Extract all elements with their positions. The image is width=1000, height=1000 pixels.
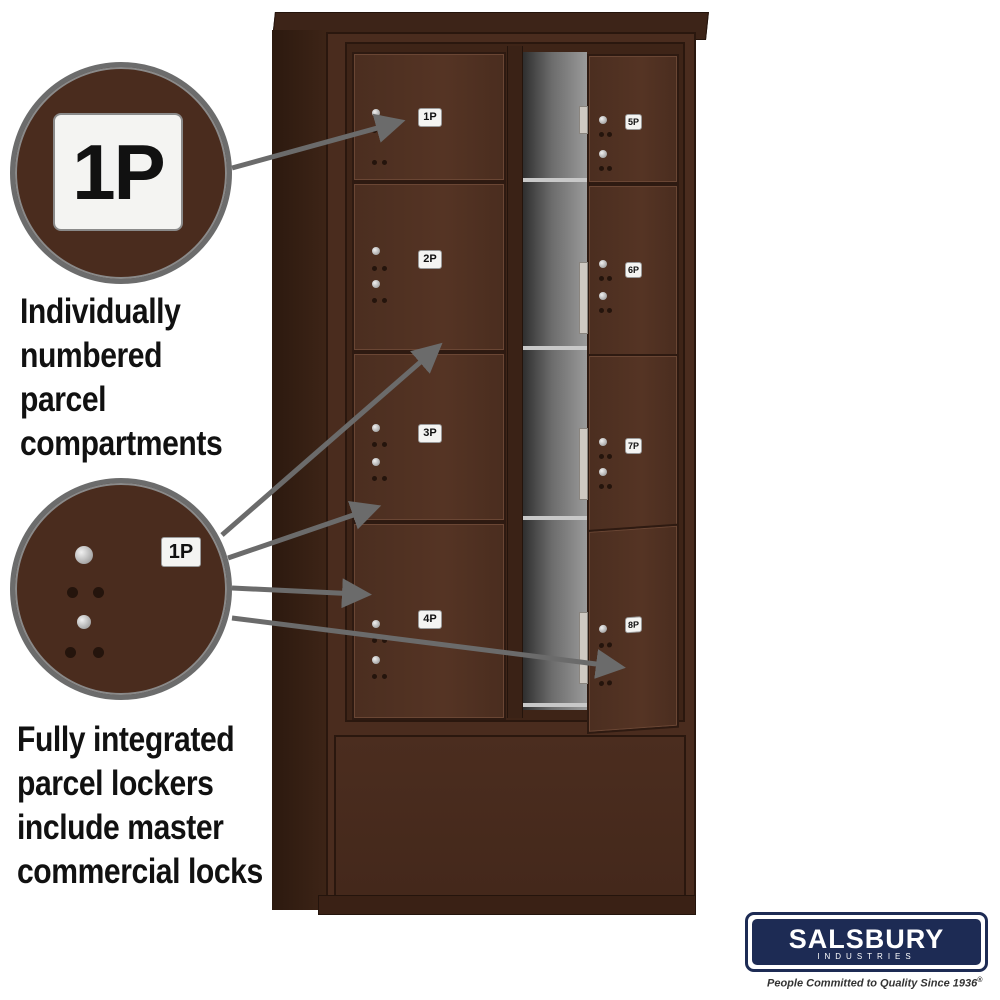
rivet-icon: [382, 638, 387, 643]
lock-icon: [77, 615, 91, 629]
cabinet-left-side: [272, 30, 330, 910]
interior-shelf: [523, 516, 587, 520]
lock-icon: [372, 656, 380, 664]
caption-line: Individually: [20, 292, 181, 331]
lock-icon: [599, 438, 607, 446]
rivet-icon: [607, 276, 612, 281]
lock-icon: [599, 468, 607, 476]
logo-wordmark: SALSBURY: [788, 924, 945, 954]
registered-mark: ®: [977, 977, 983, 984]
caption-line: include master: [17, 808, 224, 847]
lock-icon: [599, 116, 607, 124]
arrow-to-2p-lock: [220, 342, 443, 537]
interior-shelf: [523, 178, 587, 182]
caption-line: parcel lockers: [17, 764, 214, 803]
lock-icon: [372, 424, 380, 432]
locker-door-3p[interactable]: 3P: [352, 352, 506, 522]
logo-plate: SALSBURY INDUSTRIES: [752, 919, 981, 965]
door-hinge: [579, 262, 588, 334]
caption-line: compartments: [20, 424, 223, 463]
rivet-icon: [372, 298, 377, 303]
rivet-icon: [607, 132, 612, 137]
lock-icon: [75, 546, 93, 564]
lock-icon: [372, 458, 380, 466]
caption-line: commercial locks: [17, 852, 263, 891]
logo-subtitle: INDUSTRIES: [817, 952, 916, 961]
locker-door-4p[interactable]: 4P: [352, 522, 506, 720]
door-hinge: [579, 612, 588, 684]
rivet-icon: [382, 266, 387, 271]
rivet-icon: [607, 484, 612, 489]
rivet-icon: [599, 308, 604, 313]
arrow-to-1p: [231, 113, 406, 171]
rivet-icon: [607, 454, 612, 459]
rivet-icon: [607, 166, 612, 171]
arrow-to-8p-lock: [231, 615, 626, 679]
rivet-icon: [372, 442, 377, 447]
rivet-icon: [382, 442, 387, 447]
rivet-icon: [372, 674, 377, 679]
rivet-icon: [93, 587, 104, 598]
rivet-icon: [599, 132, 604, 137]
rivet-icon: [599, 454, 604, 459]
caption-line: Fully integrated: [17, 720, 235, 759]
locker-door-7p[interactable]: 7P: [587, 354, 679, 540]
rivet-icon: [372, 638, 377, 643]
locker-door-2p[interactable]: 2P: [352, 182, 506, 352]
zoomed-number-badge: 1P: [53, 113, 183, 231]
rivet-icon: [382, 160, 387, 165]
locker-number-badge: 3P: [418, 424, 442, 443]
cabinet-pedestal: [334, 735, 686, 897]
lock-icon: [372, 280, 380, 288]
arrow-to-4p-lock: [231, 578, 372, 609]
lock-zoom-circle: 1P: [10, 478, 232, 700]
rivet-icon: [382, 298, 387, 303]
rivet-icon: [599, 484, 604, 489]
interior-shelf: [523, 703, 587, 707]
lock-icon: [599, 292, 607, 300]
locks-caption: Fully integrated parcel lockers include …: [17, 718, 263, 894]
locker-number-badge: 7P: [625, 438, 642, 454]
rivet-icon: [382, 476, 387, 481]
compartments-caption: Individually numbered parcel compartment…: [20, 290, 223, 466]
caption-line: parcel: [20, 380, 107, 419]
lock-icon: [599, 260, 607, 268]
open-compartment-interior: [523, 52, 587, 710]
locker-number-badge: 4P: [418, 610, 442, 629]
tagline-text: People Committed to Quality Since 1936: [767, 977, 978, 990]
brand-tagline: People Committed to Quality Since 1936®: [767, 977, 982, 990]
rivet-icon: [93, 647, 104, 658]
locker-door-5p[interactable]: 5P: [587, 54, 679, 184]
cabinet-base: [318, 895, 696, 915]
interior-shelf: [523, 346, 587, 350]
rivet-icon: [372, 266, 377, 271]
lock-icon: [372, 247, 380, 255]
door-hinge: [579, 428, 588, 500]
locker-number-badge: 6P: [625, 262, 642, 278]
rivet-icon: [607, 308, 612, 313]
number-badge-zoom-circle: 1P: [10, 62, 232, 284]
lock-icon: [372, 620, 380, 628]
rivet-icon: [65, 647, 76, 658]
zoomed-number-badge: 1P: [161, 537, 201, 567]
caption-line: numbered: [20, 336, 163, 375]
door-hinge: [579, 106, 588, 134]
locker-number-badge: 2P: [418, 250, 442, 269]
rivet-icon: [372, 476, 377, 481]
rivet-icon: [382, 674, 387, 679]
rivet-icon: [372, 160, 377, 165]
rivet-icon: [599, 166, 604, 171]
arrow-to-3p-lock: [227, 501, 382, 561]
rivet-icon: [67, 587, 78, 598]
locker-number-badge: 5P: [625, 114, 642, 130]
locker-number-badge: 1P: [418, 108, 442, 127]
center-divider: [507, 46, 523, 718]
lock-icon: [372, 109, 380, 117]
lock-icon: [599, 150, 607, 158]
salsbury-logo: SALSBURY INDUSTRIES: [745, 912, 988, 972]
rivet-icon: [599, 276, 604, 281]
